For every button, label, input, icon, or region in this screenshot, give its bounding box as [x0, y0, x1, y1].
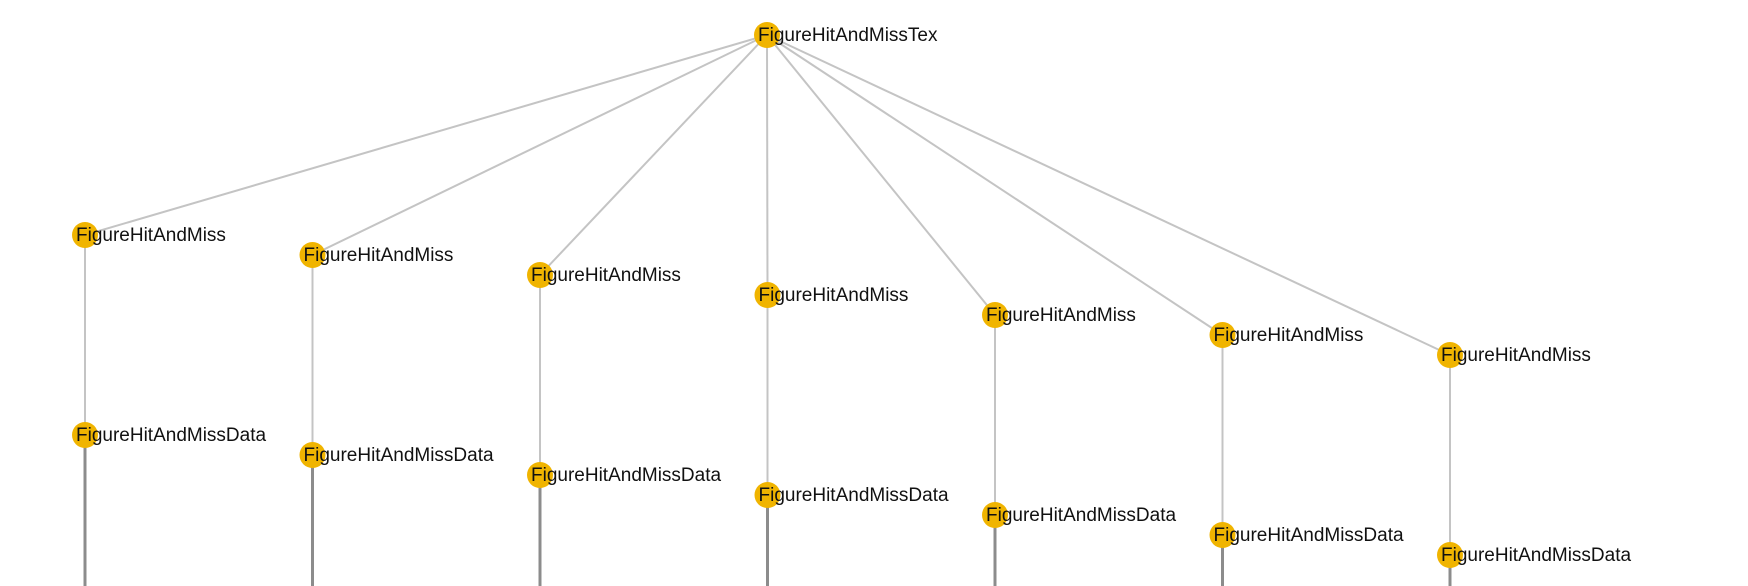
node-label: FigureHitAndMissData — [1441, 545, 1631, 566]
edge-root-to-b3 — [539, 34, 768, 276]
node-b1d[interactable]: FigureHitAndMissData — [72, 422, 266, 448]
node-dot — [754, 282, 781, 308]
node-b5[interactable]: FigureHitAndMiss — [982, 302, 1136, 328]
node-b1[interactable]: FigureHitAndMiss — [72, 222, 226, 248]
node-dot — [1209, 322, 1236, 348]
node-dot — [982, 502, 1008, 528]
node-dot — [1209, 522, 1236, 548]
node-root[interactable]: FigureHitAndMissTex — [754, 22, 938, 48]
node-b3[interactable]: FigureHitAndMiss — [527, 262, 681, 288]
node-dot — [754, 482, 781, 508]
node-label: FigureHitAndMissData — [986, 505, 1176, 526]
node-dot — [1437, 342, 1463, 368]
node-b6[interactable]: FigureHitAndMiss — [1209, 322, 1364, 348]
node-label: FigureHitAndMiss — [304, 245, 454, 266]
node-label: FigureHitAndMiss — [759, 285, 909, 306]
node-dot — [754, 22, 780, 48]
node-b6d[interactable]: FigureHitAndMissData — [1209, 522, 1404, 548]
edge-root-to-b4 — [766, 34, 769, 296]
node-label: FigureHitAndMiss — [76, 225, 226, 246]
edge-root-to-b6 — [766, 34, 1224, 336]
node-label: FigureHitAndMissData — [304, 445, 494, 466]
node-label: FigureHitAndMissData — [1214, 525, 1404, 546]
node-label: FigureHitAndMissData — [531, 465, 721, 486]
node-dot — [527, 262, 553, 288]
node-b7d[interactable]: FigureHitAndMissData — [1437, 542, 1631, 568]
node-b3d[interactable]: FigureHitAndMissData — [527, 462, 721, 488]
node-label: FigureHitAndMissData — [759, 485, 949, 506]
node-dot — [72, 222, 98, 248]
node-dot — [72, 422, 98, 448]
node-dot — [1437, 542, 1463, 568]
edge-root-to-b1 — [84, 34, 768, 236]
edge-root-to-b2 — [312, 34, 768, 256]
edge-root-to-b7 — [766, 34, 1451, 356]
node-label: FigureHitAndMissData — [76, 425, 266, 446]
node-b5d[interactable]: FigureHitAndMissData — [982, 502, 1176, 528]
node-dot — [299, 242, 326, 268]
node-label: FigureHitAndMiss — [1214, 325, 1364, 346]
node-b2d[interactable]: FigureHitAndMissData — [299, 442, 494, 468]
node-b4[interactable]: FigureHitAndMiss — [754, 282, 909, 308]
node-dot — [299, 442, 326, 468]
node-dot — [527, 462, 553, 488]
tree-nodes: FigureHitAndMissTexFigureHitAndMissFigur… — [72, 22, 1631, 568]
node-label: FigureHitAndMiss — [986, 305, 1136, 326]
node-label: FigureHitAndMiss — [1441, 345, 1591, 366]
node-dot — [982, 302, 1008, 328]
node-label: FigureHitAndMiss — [531, 265, 681, 286]
edge-root-to-b5 — [766, 34, 996, 316]
node-b4d[interactable]: FigureHitAndMissData — [754, 482, 949, 508]
node-b2[interactable]: FigureHitAndMiss — [299, 242, 454, 268]
tree-edges — [83, 34, 1452, 586]
node-b7[interactable]: FigureHitAndMiss — [1437, 342, 1591, 368]
node-label: FigureHitAndMissTex — [758, 25, 938, 46]
